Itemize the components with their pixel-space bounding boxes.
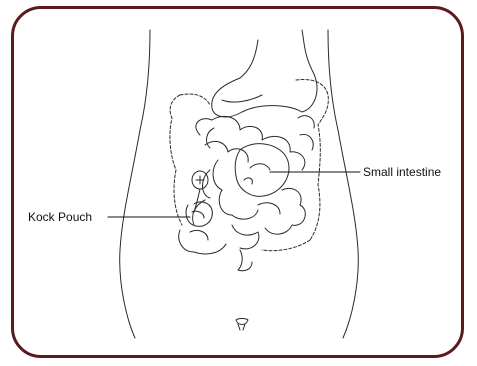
stomach [212, 30, 317, 117]
kock-pouch [186, 171, 212, 226]
small-intestine-label: Small intestine [363, 165, 441, 179]
kock-pouch-label: Kock Pouch [28, 210, 92, 224]
